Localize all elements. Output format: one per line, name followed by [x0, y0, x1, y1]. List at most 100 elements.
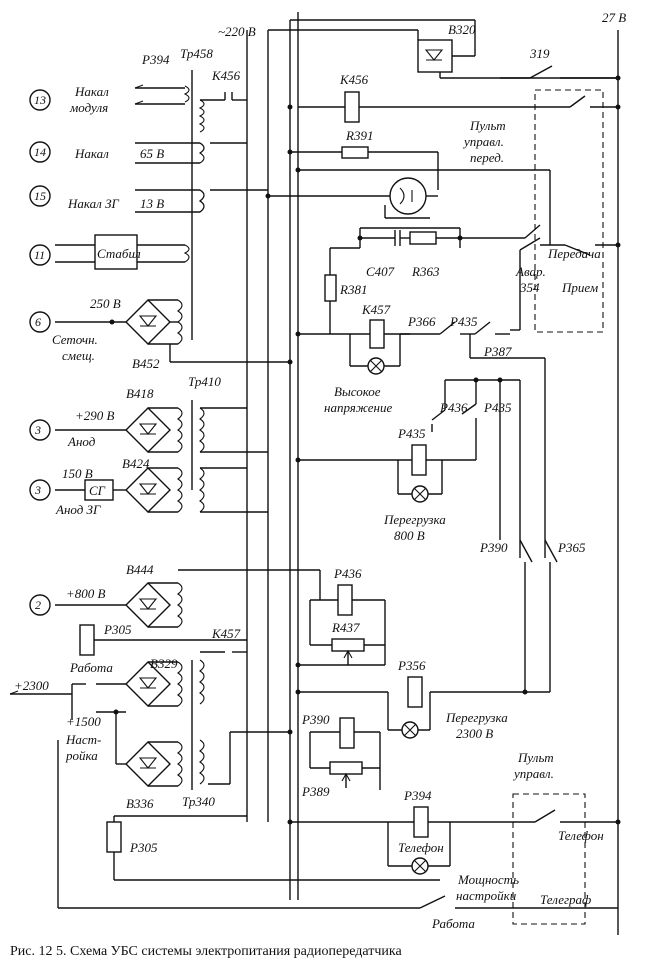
k457b-label: К457 — [211, 626, 241, 641]
c407-r363-branch — [330, 224, 541, 249]
relay-k456 — [298, 91, 570, 123]
pult2-label-a: Пульт — [517, 750, 554, 765]
contacts-p390-p365 — [430, 539, 558, 695]
p305b-label: Р305 — [129, 840, 158, 855]
rectifier-b452 — [125, 299, 290, 363]
tp410-label: Тр410 — [188, 374, 221, 389]
p394-label: Р394 — [141, 52, 170, 67]
telefon-label: Телефон — [398, 840, 444, 855]
figure-caption: Рис. 12 5. Схема УБС системы электропита… — [10, 944, 402, 959]
terminal-6-number: 6 — [35, 315, 41, 329]
p387-label: Р387 — [483, 344, 512, 359]
p435-label: Р435 — [449, 314, 478, 329]
rabota-label: Работа — [69, 660, 113, 675]
bus-lines — [246, 12, 619, 935]
terminal-6-label1: Сеточн. — [52, 332, 98, 347]
n354-label: 354 — [519, 280, 540, 295]
v250-label: 250 В — [90, 296, 121, 311]
stabilizer-box — [94, 234, 138, 270]
p394b-label: Р394 — [403, 788, 432, 803]
terminal-13-number: 13 — [34, 93, 46, 107]
terminal-3a: 3 +290 В Анод — [29, 408, 126, 449]
p435c-label: Р435 — [397, 426, 426, 441]
rectifier-b444 — [125, 569, 321, 628]
k457-label: К457 — [361, 302, 391, 317]
tp458-label: Тр458 — [180, 46, 213, 61]
v13-label: 13 В — [140, 196, 164, 211]
switch-319-label: 319 — [529, 46, 550, 61]
r363-label: R363 — [411, 264, 440, 279]
switch-319 — [500, 65, 618, 79]
mosh-label-2: настройки — [456, 888, 517, 903]
resistor-r391 — [290, 146, 439, 190]
pult1-label-c: перед. — [470, 150, 504, 165]
p390-label: Р390 — [479, 540, 508, 555]
terminal-15: 15 Накал ЗГ 13 В — [29, 185, 205, 213]
hv-label-2: напряжение — [324, 400, 392, 415]
v65-label: 65 В — [140, 146, 164, 161]
telegraf-label: Телеграф — [540, 892, 591, 907]
b329-label: В329 — [150, 656, 178, 671]
p389-label: Р389 — [301, 784, 330, 799]
hv-label-1: Высокое — [334, 384, 381, 399]
relay-p394 — [290, 806, 535, 875]
transformer-k457 — [191, 651, 290, 790]
pult-box-bottom — [512, 793, 618, 925]
b320-label: В320 — [448, 22, 476, 37]
v290-label: +290 В — [75, 408, 115, 423]
overload-800-block — [298, 377, 521, 558]
p390-p389-block — [309, 717, 381, 790]
peredacha-label: Передача — [547, 246, 601, 261]
terminal-6-label2: смещ. — [62, 348, 95, 363]
p390b-label: Р390 — [301, 712, 330, 727]
terminal-2-number: 2 — [35, 598, 41, 612]
rectifier-b418 — [125, 400, 268, 490]
stabilizer-label: Стабил — [97, 246, 141, 261]
b418-label: В418 — [126, 386, 154, 401]
transformer-tp458 — [183, 70, 247, 340]
telefon2-label: Телефон — [558, 828, 604, 843]
avar-label: Авар. — [515, 264, 546, 279]
terminal-6: 6 Сеточн. смещ. 250 В — [29, 296, 126, 363]
v150-label: 150 В — [62, 466, 93, 481]
k456b-label: К456 — [339, 72, 369, 87]
terminal-14-number: 14 — [34, 145, 46, 159]
relay-k457 — [349, 319, 546, 558]
terminal-14: 14 Накал 65 В — [29, 141, 205, 164]
rabota2-label: Работа — [431, 916, 475, 931]
nastr-label1: Наст- — [65, 732, 101, 747]
p356-label: Р356 — [397, 658, 426, 673]
p305-label: Р305 — [103, 622, 132, 637]
terminal-13: 13 Накал модуля — [29, 84, 185, 115]
relay-p356 — [298, 676, 431, 739]
k456-label: К456 — [211, 68, 241, 83]
ov2300-label-2: 2300 В — [456, 726, 493, 741]
c407-label: С407 — [366, 264, 395, 279]
mosh-label-1: Мощность — [457, 872, 519, 887]
p436b-label: Р436 — [333, 566, 362, 581]
rectifier-b336 — [115, 712, 183, 787]
dc-supply-label: 27 В — [602, 10, 626, 25]
r437-label: R437 — [331, 620, 360, 635]
p305b-coil — [57, 740, 618, 909]
ac-supply-label: ~220 В — [218, 24, 256, 39]
sg-label: СГ — [89, 483, 106, 498]
terminal-3a-label: Анод — [67, 434, 96, 449]
p366-label: Р366 — [407, 314, 436, 329]
tp340-label: Тр340 — [182, 794, 215, 809]
p435b-label: Р435 — [483, 400, 512, 415]
pult1-label-b: управл. — [462, 134, 504, 149]
p365-label: Р365 — [557, 540, 586, 555]
rectifier-b424 — [125, 467, 268, 513]
terminal-14-label: Накал — [74, 146, 109, 161]
v1500-label: +1500 — [66, 714, 101, 729]
transmit-switch — [510, 237, 618, 331]
junction-dots — [265, 75, 621, 825]
p436-r437-block — [298, 584, 386, 666]
nastr-label2: ройка — [65, 748, 98, 763]
v2300-label: +2300 — [14, 678, 49, 693]
b336-label: В336 — [126, 796, 154, 811]
terminal-3a-number: 3 — [34, 423, 41, 437]
p436-label: Р436 — [439, 400, 468, 415]
